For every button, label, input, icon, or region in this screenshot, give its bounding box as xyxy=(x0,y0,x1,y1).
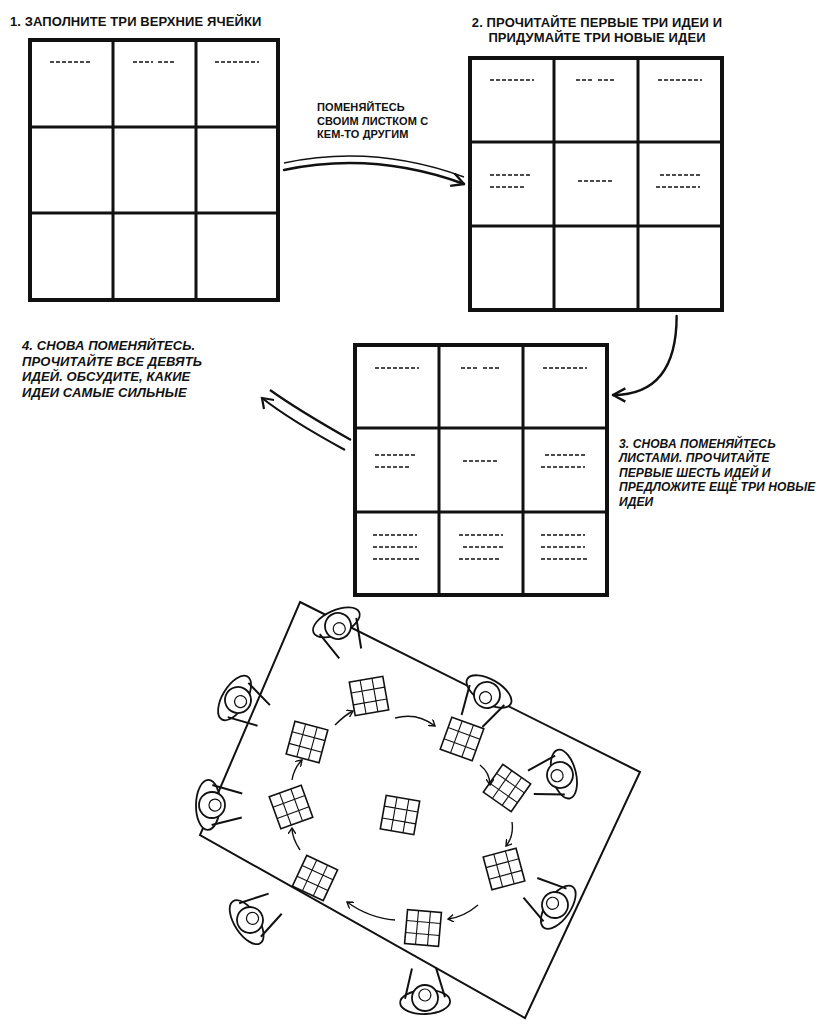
step-text: 2. ПРОЧИТАЙТЕ ПЕРВЫЕ ТРИ ИДЕИ И ПРИДУМАЙ… xyxy=(466,15,728,46)
step-text: 4. СНОВА ПОМЕНЯЙТЕСЬ. ПРОЧИТАЙТЕ ВСЕ ДЕВ… xyxy=(22,338,212,400)
idea-grid: 1. ЗАПОЛНИТЕ ТРИ ВЕРХНИЕ ЯЧЕЙКИ xyxy=(30,40,278,300)
connector-line xyxy=(284,156,464,177)
step-arrow xyxy=(262,390,351,450)
step-text: 1. ЗАПОЛНИТЕ ТРИ ВЕРХНИЕ ЯЧЕЙКИ xyxy=(10,14,310,30)
step-text: 3. СНОВА ПОМЕНЯЙТЕСЬ ЛИСТАМИ. ПРОЧИТАЙТЕ… xyxy=(619,437,827,509)
connector-line xyxy=(613,316,677,395)
arrow-head xyxy=(613,388,625,401)
connector-line xyxy=(284,163,464,184)
swap-arrow xyxy=(284,156,464,186)
idea-grid xyxy=(470,58,722,310)
idea-grid: 2. ПРОЧИТАЙТЕ ПЕРВЫЕ ТРИ ИДЕИ И ПРИДУМАЙ… xyxy=(470,58,722,310)
edge-label: ПОМЕНЯЙТЕСЬ СВОИМ ЛИСТКОМ С КЕМ-ТО ДРУГИ… xyxy=(317,101,439,141)
swap-arrow xyxy=(613,316,677,402)
idea-grid xyxy=(30,40,278,300)
idea-grid: 3. СНОВА ПОМЕНЯЙТЕСЬ ЛИСТАМИ. ПРОЧИТАЙТЕ… xyxy=(355,345,607,595)
table-scene xyxy=(196,601,640,1018)
idea-grid xyxy=(355,345,607,595)
arrow-head xyxy=(450,174,464,186)
